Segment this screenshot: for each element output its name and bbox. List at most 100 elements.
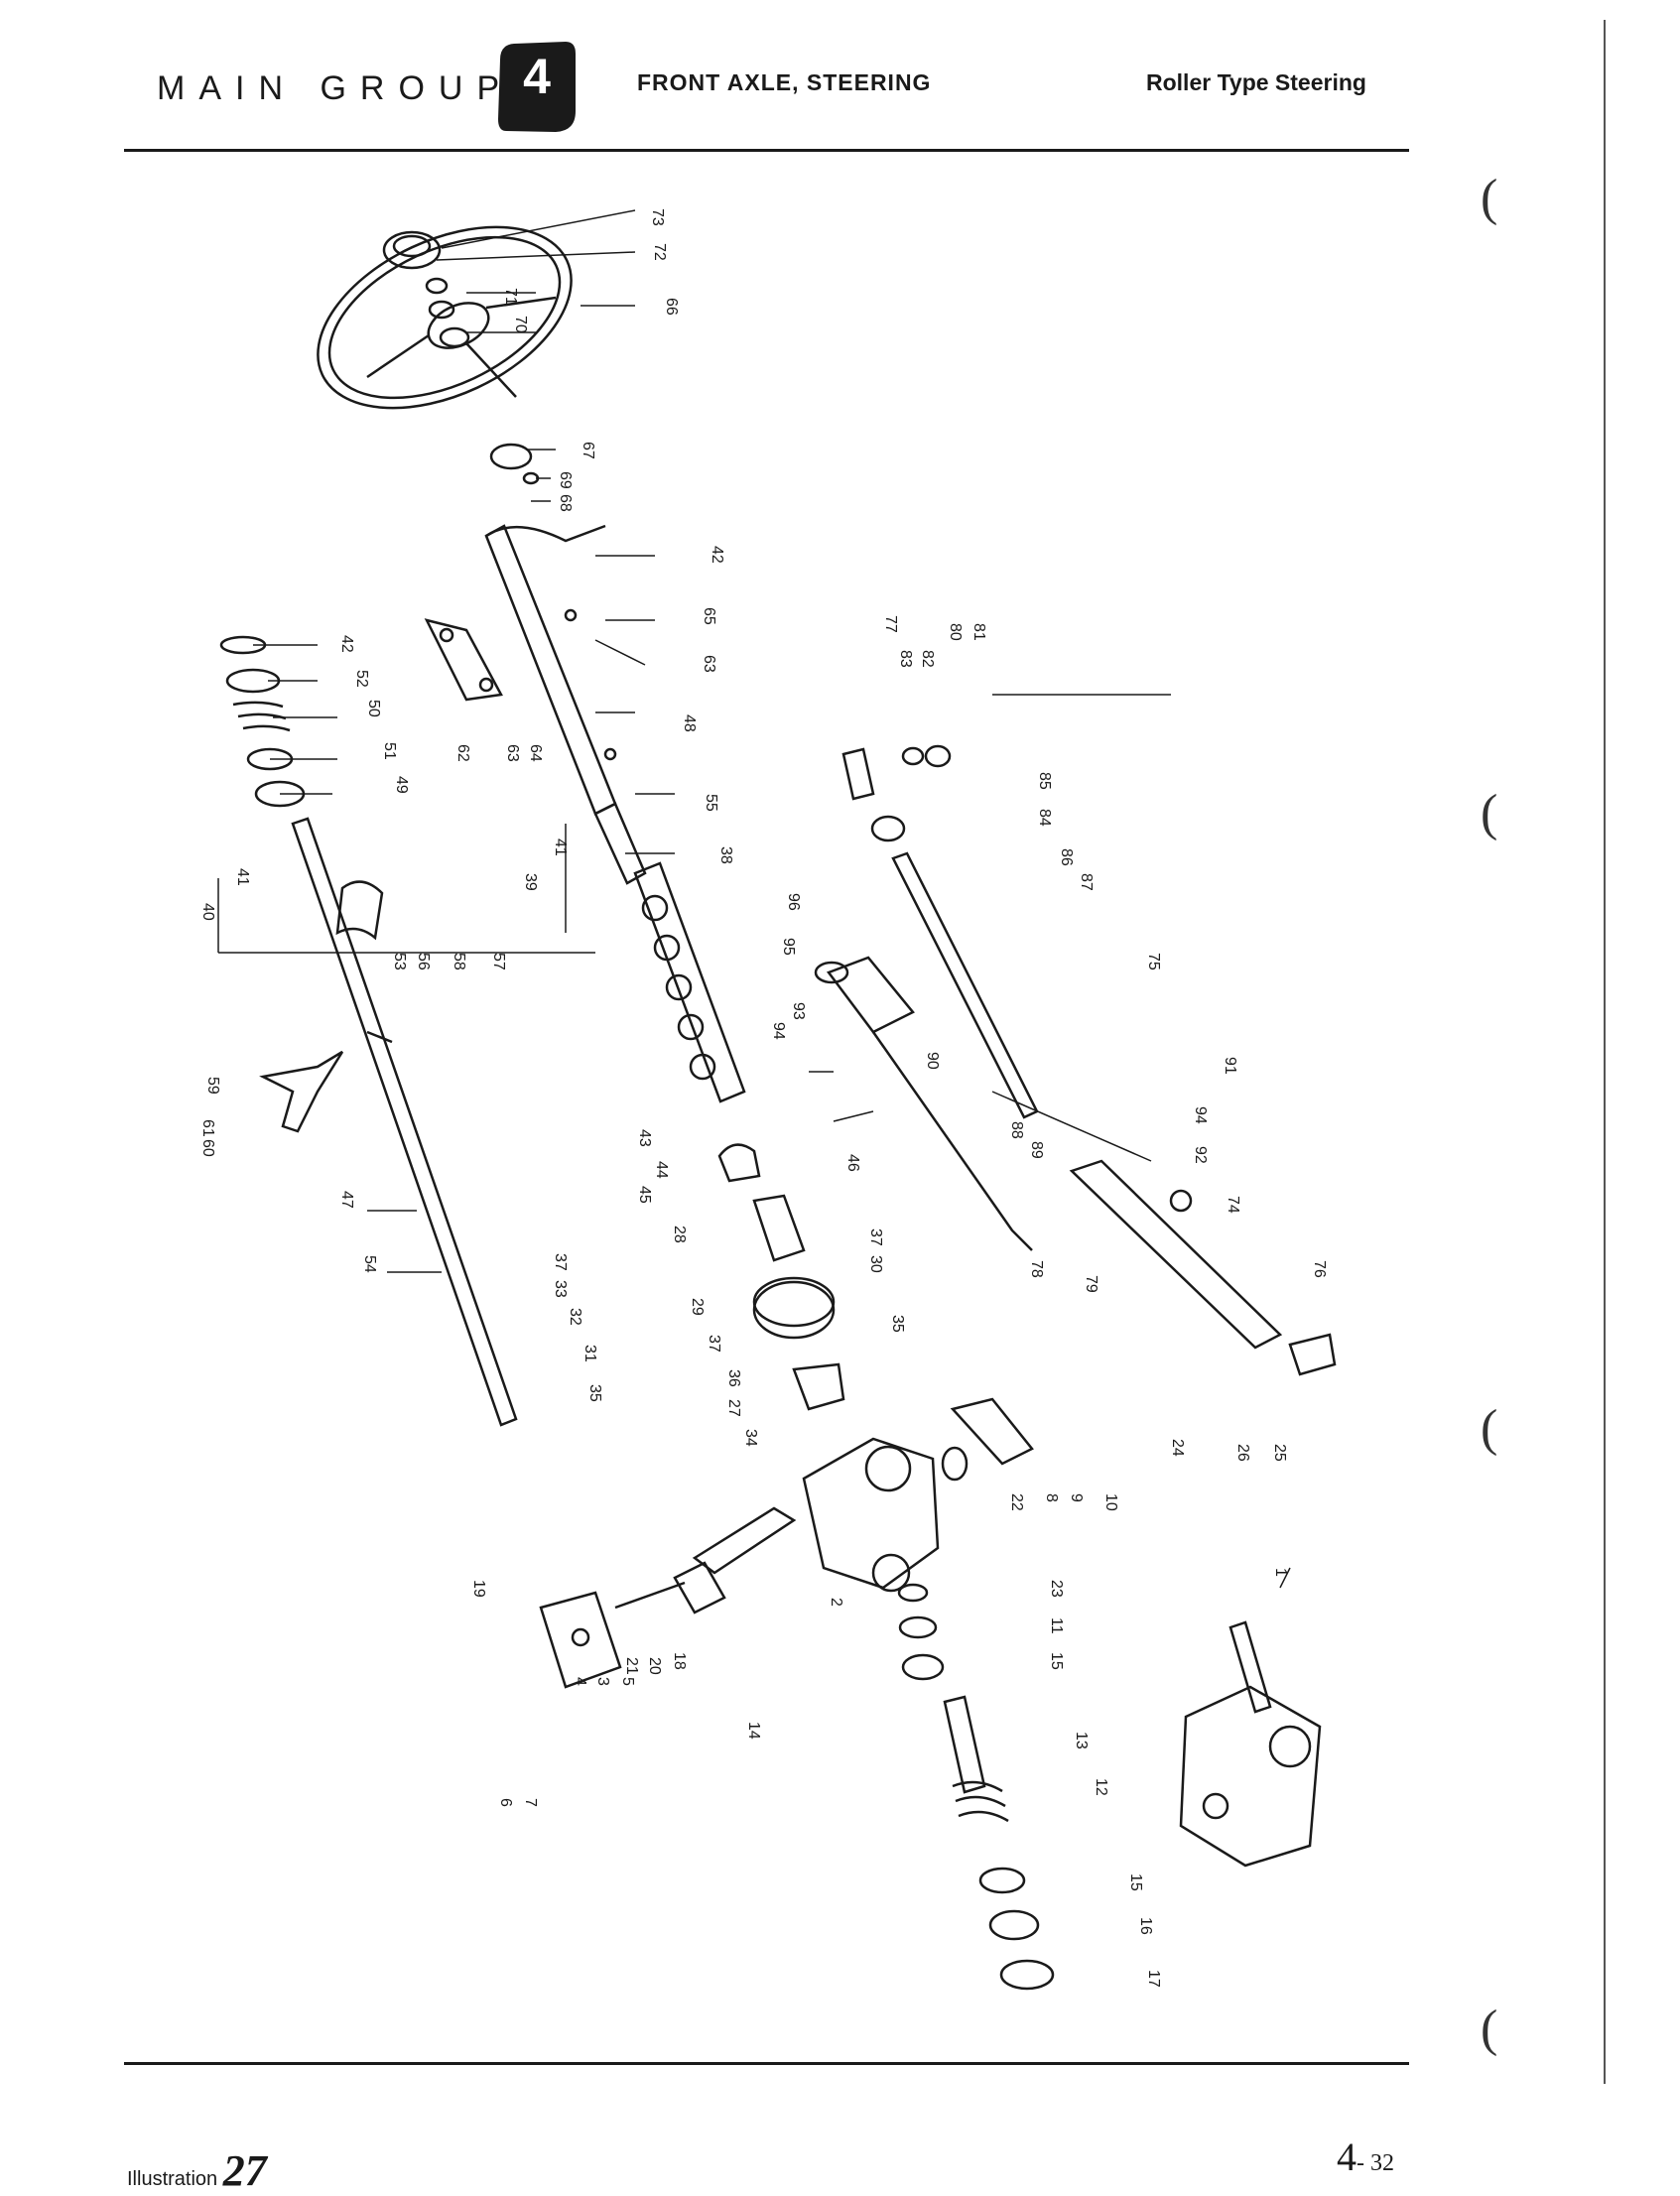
callout-68: 68 xyxy=(557,494,574,512)
callout-15b: 15 xyxy=(1127,1873,1144,1891)
callout-43: 43 xyxy=(636,1129,653,1147)
group-number: 4 xyxy=(523,49,551,104)
callout-28: 28 xyxy=(671,1226,688,1243)
callout-60: 60 xyxy=(199,1139,216,1157)
flange-drawing xyxy=(717,1143,845,1411)
callout-46: 46 xyxy=(844,1154,861,1172)
roller-shaft-drawing xyxy=(897,1583,1055,1991)
callout-9: 9 xyxy=(1068,1493,1085,1502)
callout-83: 83 xyxy=(897,650,914,668)
callout-59: 59 xyxy=(204,1077,221,1095)
callout-91: 91 xyxy=(1222,1057,1238,1075)
steering-column-drawing xyxy=(484,524,746,1103)
callout-56: 56 xyxy=(415,953,432,970)
callout-54: 54 xyxy=(361,1255,378,1273)
callout-53: 53 xyxy=(391,953,408,970)
callout-15a: 15 xyxy=(1048,1652,1065,1670)
leader-lines xyxy=(217,209,1291,1589)
callout-3: 3 xyxy=(594,1677,611,1686)
callout-51: 51 xyxy=(381,742,398,760)
callout-26: 26 xyxy=(1234,1444,1251,1462)
callout-1: 1 xyxy=(1272,1568,1289,1577)
callout-32: 32 xyxy=(567,1308,583,1326)
callout-58: 58 xyxy=(451,953,467,970)
callout-18: 18 xyxy=(671,1652,688,1670)
callout-78: 78 xyxy=(1028,1260,1045,1278)
page-number-suffix: - 32 xyxy=(1357,2150,1394,2176)
callout-49: 49 xyxy=(393,776,410,794)
callout-14: 14 xyxy=(745,1722,762,1740)
callout-67: 67 xyxy=(580,442,596,459)
callout-labels: 1 2 3 4 5 6 7 8 9 10 11 12 13 14 15 15 1… xyxy=(199,208,1328,1988)
callout-10: 10 xyxy=(1102,1493,1119,1511)
complete-steering-gear-drawing xyxy=(1179,1620,1322,1868)
column-support-drawing xyxy=(259,1050,344,1133)
callout-25: 25 xyxy=(1271,1444,1288,1462)
callout-42a: 42 xyxy=(709,546,725,564)
callout-5: 5 xyxy=(619,1677,636,1686)
callout-48: 48 xyxy=(681,714,698,732)
callout-4: 4 xyxy=(572,1677,588,1686)
callout-80: 80 xyxy=(947,623,964,641)
gear-housing-drawing xyxy=(802,1437,940,1593)
callout-89: 89 xyxy=(1028,1141,1045,1159)
ball-joint-drawing xyxy=(841,744,952,842)
callout-88: 88 xyxy=(1008,1121,1025,1139)
badge-shape xyxy=(498,42,576,132)
callout-74: 74 xyxy=(1225,1196,1241,1214)
coupling-link-drawing xyxy=(641,894,716,1081)
callout-69: 69 xyxy=(557,471,574,489)
callout-63a: 63 xyxy=(504,744,521,762)
callout-81: 81 xyxy=(970,623,987,641)
callout-37c: 37 xyxy=(706,1335,722,1353)
callout-39: 39 xyxy=(522,873,539,891)
callout-6: 6 xyxy=(497,1798,514,1807)
group-number-badge: 4 xyxy=(496,40,578,134)
callout-95: 95 xyxy=(780,938,797,956)
callout-30: 30 xyxy=(867,1255,884,1273)
callout-86: 86 xyxy=(1058,848,1075,866)
illustration-label: Illustration xyxy=(127,2168,218,2190)
callout-19: 19 xyxy=(470,1580,487,1598)
callout-65: 65 xyxy=(701,607,717,625)
callout-76: 76 xyxy=(1311,1260,1328,1278)
binder-mark-bottom: ( xyxy=(1481,2001,1498,2057)
callout-47: 47 xyxy=(338,1191,355,1209)
callout-61: 61 xyxy=(199,1119,216,1137)
callout-2: 2 xyxy=(828,1598,844,1607)
callout-20: 20 xyxy=(646,1657,663,1675)
drop-arm-drawing xyxy=(941,1397,1034,1482)
callout-44: 44 xyxy=(653,1161,670,1179)
illustration-caption: Illustration 27 xyxy=(127,2145,267,2196)
footer-rule xyxy=(124,2062,1409,2065)
callout-45: 45 xyxy=(636,1186,653,1204)
callout-72: 72 xyxy=(651,243,668,261)
binder-mark-lower: ( xyxy=(1481,1400,1498,1457)
callout-42b: 42 xyxy=(338,635,355,653)
worm-shaft-drawing xyxy=(614,1506,797,1615)
idler-arm-drawing xyxy=(1069,1159,1337,1376)
section-subtitle: Roller Type Steering xyxy=(1146,69,1366,95)
callout-94b: 94 xyxy=(1192,1106,1209,1124)
callout-31: 31 xyxy=(582,1345,598,1362)
page-number: 4- 32 xyxy=(1337,2133,1394,2180)
callout-35b: 35 xyxy=(586,1384,603,1402)
callout-40: 40 xyxy=(199,903,216,921)
callout-23: 23 xyxy=(1048,1580,1065,1598)
callout-75: 75 xyxy=(1145,953,1162,970)
bracket-drawing xyxy=(424,618,503,702)
callout-36: 36 xyxy=(725,1369,742,1387)
callout-57: 57 xyxy=(490,953,507,970)
callout-77: 77 xyxy=(882,615,899,633)
callout-35a: 35 xyxy=(889,1315,906,1333)
callout-16: 16 xyxy=(1137,1917,1154,1935)
callout-8: 8 xyxy=(1043,1493,1060,1502)
callout-73: 73 xyxy=(649,208,666,226)
callout-63b: 63 xyxy=(701,655,717,673)
callout-71: 71 xyxy=(502,288,519,306)
binder-mark-top: ( xyxy=(1481,170,1498,226)
binder-mark-middle: ( xyxy=(1481,785,1498,841)
callout-92: 92 xyxy=(1192,1146,1209,1164)
